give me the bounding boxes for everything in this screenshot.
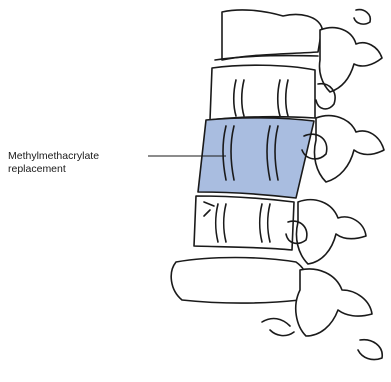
spinous-tip-lower (358, 340, 382, 360)
callout-label-line2: replacement (8, 163, 99, 176)
callout-label: Methylmethacrylate replacement (8, 150, 99, 176)
upper-vertebral-body (222, 10, 322, 60)
posterior-base (296, 269, 372, 336)
lower-vertebral-body (171, 258, 308, 304)
posterior-mid (314, 116, 384, 182)
posterior-upper (319, 28, 382, 92)
methylmethacrylate-block (198, 118, 314, 198)
callout-label-line1: Methylmethacrylate (8, 150, 99, 163)
spinous-tip-upper (354, 10, 370, 24)
vertebra-above (210, 65, 315, 120)
nerve-sketch (262, 319, 294, 336)
